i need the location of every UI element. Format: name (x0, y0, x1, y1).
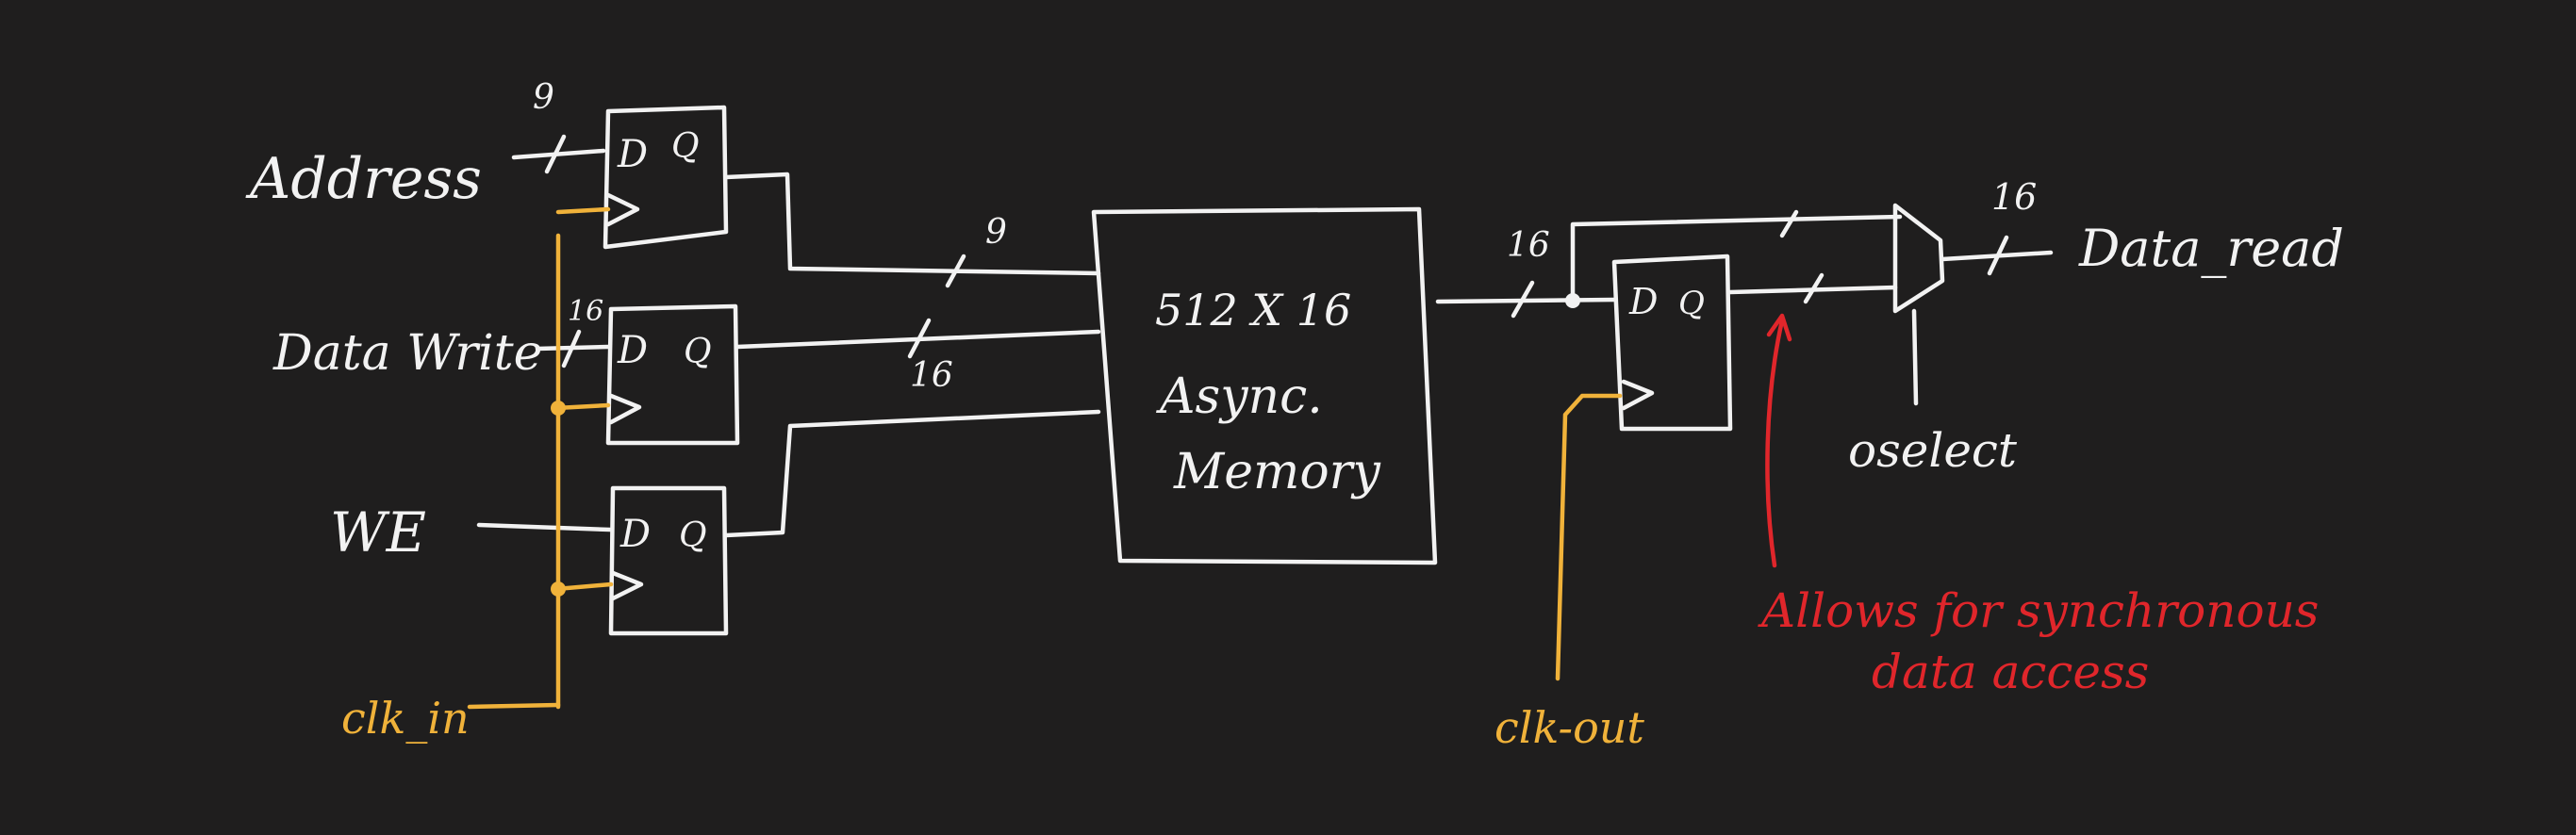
data-write-bus-slash (561, 329, 582, 368)
output-register: D Q (1611, 254, 1733, 432)
memory-size: 512 X 16 (1155, 285, 1351, 336)
clk-out-wire (1555, 393, 1623, 681)
memory-output-wire (1435, 297, 1617, 304)
address-register-q: Q (671, 127, 700, 166)
address-bus-slash (544, 134, 567, 174)
we-register: D Q (608, 485, 729, 636)
memory-type-line2: Memory (1173, 444, 1380, 500)
data-read-slash (1987, 235, 2009, 276)
we-register-d: D (619, 513, 651, 556)
address-label: Address (245, 146, 482, 212)
register-to-mux-slash (1803, 272, 1825, 304)
oselect-wire (1911, 308, 1919, 406)
memory-type-line1: Async. (1156, 368, 1323, 425)
data-to-memory-width: 16 (910, 356, 953, 395)
data-to-memory-slash (907, 318, 932, 359)
oselect-label: oselect (1848, 423, 2018, 478)
data-write-register-d: D (617, 329, 648, 372)
annotation-arrow-head (1766, 313, 1792, 342)
address-to-memory-slash (945, 254, 966, 288)
we-label: WE (330, 500, 426, 565)
memory-output-slash (1511, 280, 1535, 319)
annotation-line1: Allows for synchronous (1758, 583, 2319, 638)
output-mux (1892, 203, 1945, 314)
data-read-label: Data_read (2078, 219, 2344, 278)
output-register-q: Q (1678, 285, 1705, 322)
address-register: D Q (603, 105, 729, 250)
bypass-slash (1779, 209, 1799, 238)
address-to-memory-width: 9 (985, 213, 1007, 252)
data-read-width: 16 (1991, 176, 2037, 218)
annotation-line2: data access (1872, 645, 2149, 699)
address-to-memory-wire (723, 172, 1101, 276)
address-register-d: D (617, 133, 648, 176)
data-write-register: D Q (605, 303, 740, 446)
we-input-wire (476, 522, 613, 532)
clk-out-label: clk-out (1494, 702, 1644, 753)
address-input-wire (511, 148, 606, 160)
data-write-bus-width: 16 (568, 295, 603, 328)
annotation-arrow-line (1765, 318, 1785, 568)
we-to-memory-wire (723, 409, 1101, 538)
async-memory (1091, 206, 1438, 565)
clk-in-network (467, 206, 614, 710)
output-register-d: D (1628, 281, 1658, 322)
memory-output-width: 16 (1507, 226, 1550, 265)
address-bus-width: 9 (533, 78, 554, 117)
we-register-q: Q (679, 516, 707, 555)
clk-in-label: clk_in (341, 693, 470, 744)
data-write-register-q: Q (684, 333, 712, 371)
data-write-label: Data Write (272, 325, 542, 382)
